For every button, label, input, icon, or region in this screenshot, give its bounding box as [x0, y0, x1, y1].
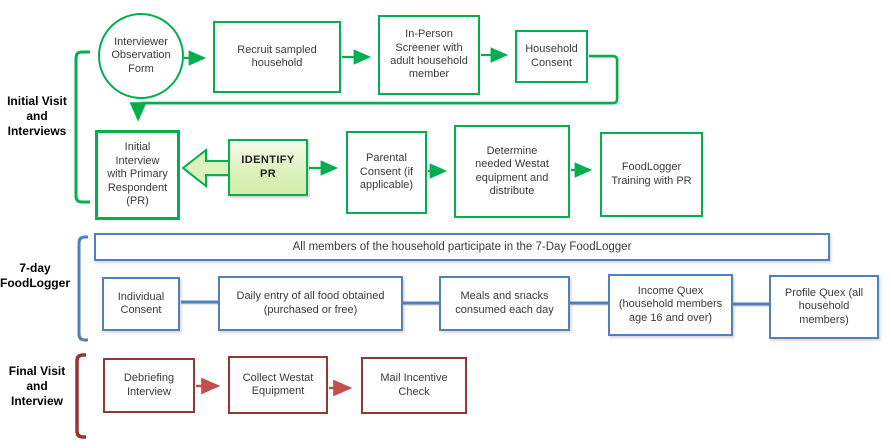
- node-recruit-sampled-household: Recruit sampled household: [213, 21, 341, 93]
- connector-consent-to-initial-interview: [129, 54, 619, 122]
- banner-all-members-participate: All members of the household participate…: [94, 233, 830, 261]
- node-in-person-screener: In-Person Screener with adult household …: [378, 15, 480, 95]
- identify-pr-block-arrow: [181, 147, 231, 189]
- node-identify-pr: IDENTIFY PR: [228, 139, 308, 196]
- node-determine-westat-equipment: Determine needed Westat equipment and di…: [454, 125, 570, 218]
- node-daily-entry: Daily entry of all food obtained (purcha…: [218, 276, 403, 331]
- bracket-foodlogger-section: [77, 235, 88, 342]
- node-foodlogger-training: FoodLogger Training with PR: [600, 132, 703, 217]
- node-profile-quex: Profile Quex (all household members): [769, 275, 879, 339]
- bracket-initial-section: [74, 50, 90, 204]
- section-label-final: Final Visit and Interview: [8, 364, 66, 408]
- node-individual-consent: Individual Consent: [102, 277, 180, 331]
- section-label-foodlogger: 7-day FoodLogger: [0, 261, 70, 290]
- node-debriefing-interview: Debriefing Interview: [103, 358, 195, 413]
- node-household-consent: Household Consent: [515, 30, 588, 83]
- node-income-quex: Income Quex (household members age 16 an…: [608, 274, 733, 336]
- section-label-initial: Initial Visit and Interviews: [7, 94, 67, 138]
- node-initial-interview-pr: Initial Interview with Primary Responden…: [95, 130, 180, 220]
- node-interviewer-observation-form: Interviewer Observation Form: [98, 13, 184, 99]
- bracket-final-section: [75, 353, 86, 439]
- node-meals-snacks: Meals and snacks consumed each day: [439, 276, 570, 331]
- node-mail-incentive-check: Mail Incentive Check: [361, 357, 467, 414]
- node-collect-westat-equipment: Collect Westat Equipment: [228, 356, 328, 414]
- node-parental-consent: Parental Consent (if applicable): [346, 131, 427, 214]
